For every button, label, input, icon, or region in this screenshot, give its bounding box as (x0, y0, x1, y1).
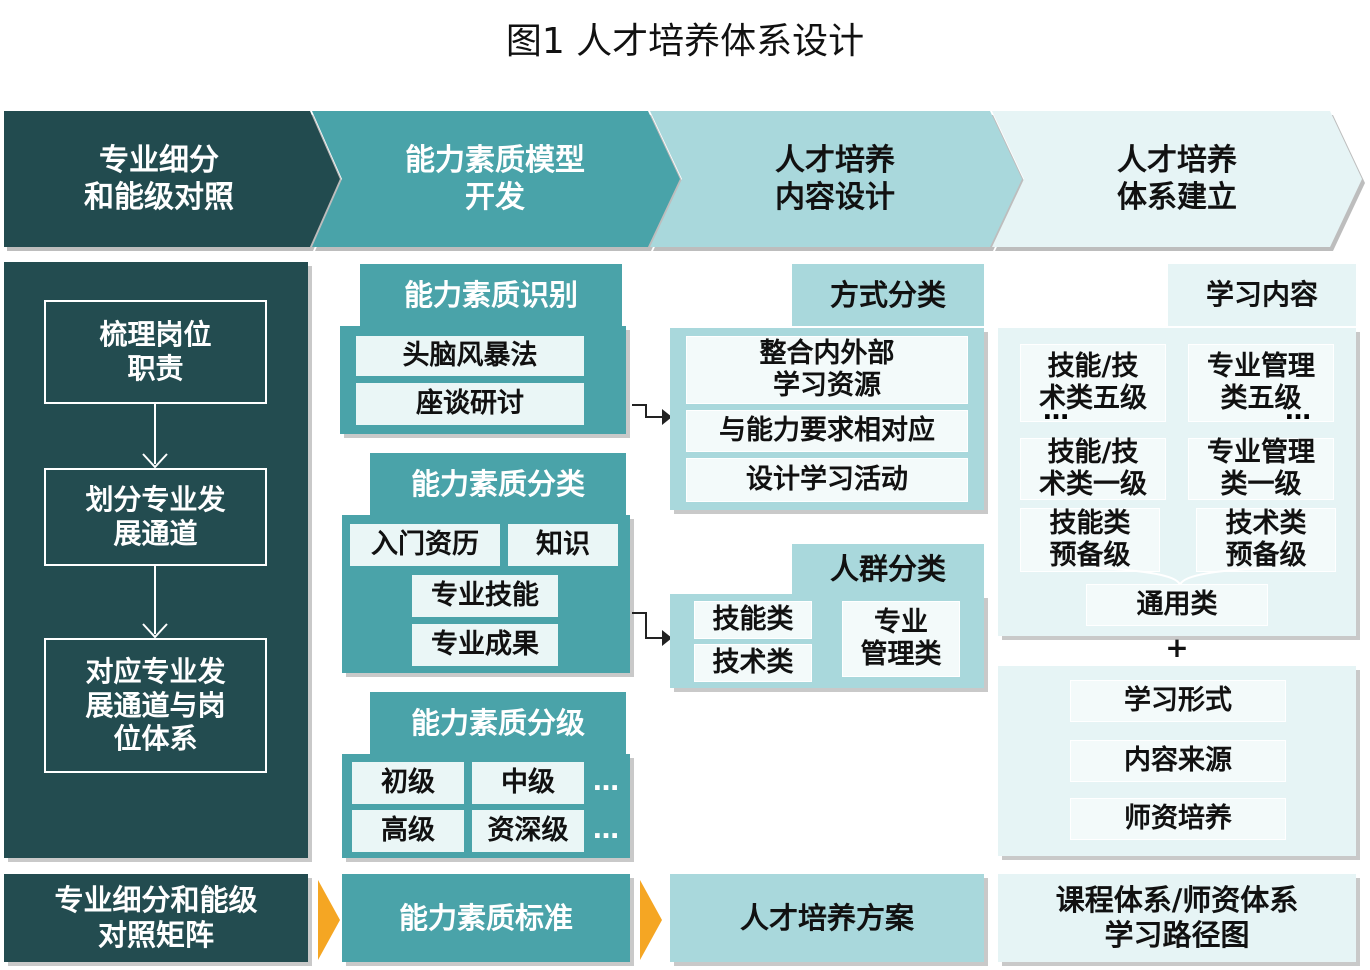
teacher-training: 师资培养 (1070, 798, 1286, 840)
content-more-right: … (1285, 396, 1311, 427)
content-management-level5: 专业管理 类五级 (1188, 344, 1334, 422)
content-more-left: … (1043, 396, 1069, 427)
step-job-duties: 梳理岗位 职责 (44, 300, 267, 404)
output-competency-standard: 能力素质标准 (342, 874, 630, 962)
stage-3-label: 人才培养 内容设计 (775, 142, 895, 216)
classify-achievement: 专业成果 (412, 624, 558, 666)
design-activities: 设计学习活动 (686, 458, 968, 502)
classify-skill: 专业技能 (412, 575, 558, 617)
output-arrow-1 (318, 880, 340, 960)
step-career-channels: 划分专业发 展通道 (44, 468, 267, 566)
stage-4-chevron (992, 111, 1362, 247)
content-general: 通用类 (1086, 584, 1268, 626)
content-skill-tech-level5: 技能/技 术类五级 (1020, 344, 1166, 422)
method-brainstorm: 头脑风暴法 (356, 336, 584, 376)
content-skill-tech-level1: 技能/技 术类一级 (1020, 437, 1166, 500)
output-matrix: 专业细分和能级 对照矩阵 (4, 874, 308, 962)
identify-header: 能力素质识别 (360, 264, 622, 326)
grade-header: 能力素质分级 (370, 692, 626, 754)
crowd-skill: 技能类 (694, 601, 812, 639)
classify-header: 能力素质分类 (370, 453, 626, 515)
connector-arrows (632, 404, 672, 646)
method-discussion: 座谈研讨 (356, 383, 584, 425)
output-arrow-2 (640, 880, 662, 960)
learning-form: 学习形式 (1070, 680, 1286, 722)
grade-middle: 中级 (472, 762, 584, 804)
plus-icon: + (1165, 631, 1189, 665)
grade-expert: 资深级 (472, 810, 584, 852)
page-title: 图1 人才培养体系设计 (505, 21, 865, 62)
step-arrows (142, 404, 168, 639)
classify-entry-qualification: 入门资历 (350, 524, 500, 566)
crowd-tech: 技术类 (694, 644, 812, 682)
classify-knowledge: 知识 (508, 524, 618, 566)
output-course-system: 课程体系/师资体系 学习路径图 (998, 874, 1356, 962)
stage-chevrons (4, 111, 1362, 247)
crowd-classify-header: 人群分类 (792, 544, 984, 594)
stage-3-chevron (650, 111, 1022, 247)
step-channel-mapping: 对应专业发 展通道与岗 位体系 (44, 638, 267, 773)
match-competency: 与能力要求相对应 (686, 410, 968, 452)
grade-more-2: … (593, 815, 619, 846)
crowd-management: 专业 管理类 (842, 601, 960, 677)
output-training-plan: 人才培养方案 (670, 874, 984, 962)
learning-content-header: 学习内容 (1168, 264, 1356, 326)
content-tech-reserve: 技术类 预备级 (1196, 508, 1336, 572)
stage-2-label: 能力素质模型 开发 (405, 142, 585, 216)
grade-senior: 高级 (352, 810, 464, 852)
stage-1-chevron (4, 111, 340, 247)
stage-4-label: 人才培养 体系建立 (1117, 142, 1237, 216)
grade-more-1: … (593, 767, 619, 798)
content-skill-reserve: 技能类 预备级 (1020, 508, 1160, 572)
integrate-resources: 整合内外部 学习资源 (686, 336, 968, 404)
stage-2-chevron (312, 111, 680, 247)
content-management-level1: 专业管理 类一级 (1188, 437, 1334, 500)
content-source: 内容来源 (1070, 740, 1286, 782)
column-1-panel (4, 262, 308, 858)
grade-junior: 初级 (352, 762, 464, 804)
stage-1-label: 专业细分 和能级对照 (84, 142, 234, 216)
method-classify-header: 方式分类 (792, 264, 984, 326)
